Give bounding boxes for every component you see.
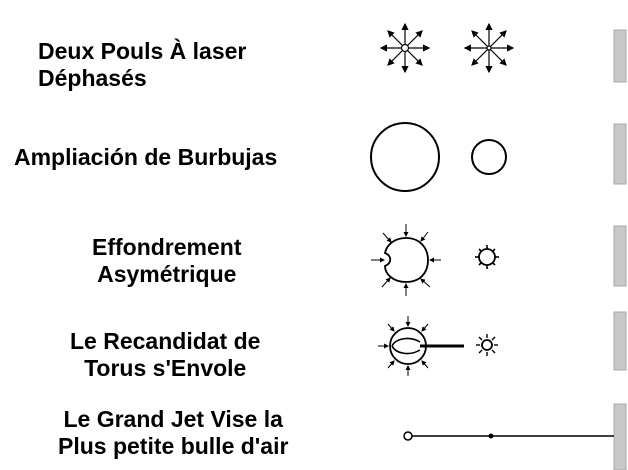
torus-jet-icon [378, 316, 464, 376]
collapsing-bubble-large-icon [371, 224, 441, 296]
wall-segment-5 [614, 404, 626, 470]
long-jet-icon [404, 432, 614, 440]
collapsing-bubble-small-icon [475, 245, 499, 269]
wall-segment-4 [614, 312, 626, 370]
bubble-small-icon [472, 140, 506, 174]
wall-segment-1 [614, 30, 626, 82]
starburst-large-icon [381, 24, 429, 72]
bubble-large-icon [371, 123, 439, 191]
starburst-small-icon [465, 24, 513, 72]
torus-small-icon [476, 334, 498, 356]
wall-segment-2 [614, 124, 626, 184]
wall-segment-3 [614, 226, 626, 286]
